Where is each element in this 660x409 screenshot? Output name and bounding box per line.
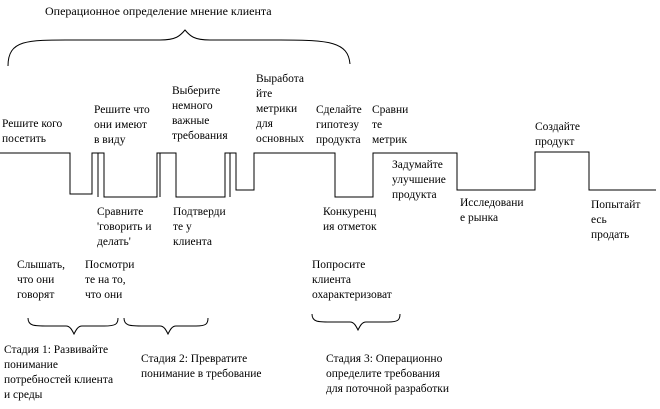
step-confirm: Подтверди те у клиента — [173, 206, 226, 248]
step-compare-say-do: Сравните 'говорить и делать' — [97, 206, 152, 248]
step-develop-metrics: Выработа йте метрики для основных — [256, 73, 305, 145]
stage3-label: Стадия 3: Операционно определите требова… — [326, 353, 450, 395]
stage3-brace — [311, 313, 401, 332]
step-what-they-mean: Решите что они имеют в виду — [94, 104, 150, 146]
step-ask-client: Попросите клиента охарактеризоват — [312, 259, 392, 301]
step-create-product: Создайте продукт — [535, 121, 580, 148]
step-improve: Задумайте улучшение продукта — [392, 159, 446, 201]
step-try-sell: Попытайт есь продать — [591, 199, 641, 241]
stage1-brace — [27, 317, 119, 336]
step-market-research: Исследовани е рынка — [460, 197, 524, 224]
step-choose-requirements: Выберите немного важные требования — [172, 85, 228, 142]
step-hypothesis: Сделайте гипотезу продукта — [316, 104, 362, 146]
step-visit: Решите кого посетить — [2, 118, 63, 145]
step-watch: Посмотри те на то, что они — [85, 259, 135, 301]
top-brace — [7, 29, 351, 67]
stage2-brace — [123, 317, 209, 336]
step-compare-metrics: Сравни те метрик — [372, 104, 409, 146]
step-listen: Слышать, что они говорят — [17, 259, 65, 301]
step-competitors: Конкуренц ия отметок — [323, 206, 377, 233]
stage1-label: Стадия 1: Развивайте понимание потребнос… — [4, 344, 114, 401]
stage2-label: Стадия 2: Превратите понимание в требова… — [141, 353, 262, 380]
diagram-title: Операционное определение мнение клиента — [45, 4, 272, 18]
